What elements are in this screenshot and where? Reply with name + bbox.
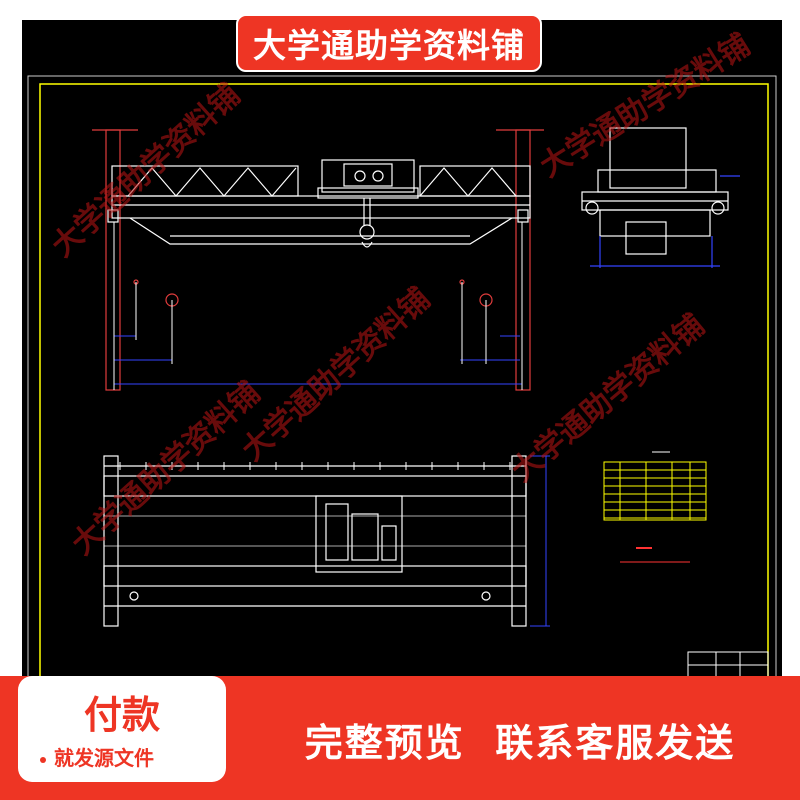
plan-trolley xyxy=(315,495,403,573)
footer-slogan: 完整预览 联系客服发送 xyxy=(304,721,736,765)
walkway-rail-right xyxy=(419,165,531,197)
sheet-background xyxy=(22,20,782,686)
front-dimensions xyxy=(113,222,523,390)
cab-box xyxy=(609,127,687,189)
payment-subtitle: 就发源文件 xyxy=(40,742,154,771)
bullet-icon xyxy=(40,756,46,763)
trolley-body xyxy=(321,159,415,193)
table-rows xyxy=(604,469,706,519)
front-elevation xyxy=(92,129,544,391)
shop-banner: 大学通助学资料铺 xyxy=(236,14,542,72)
plan-view xyxy=(103,455,527,627)
shop-name: 大学通助学资料铺 xyxy=(253,26,525,65)
bridge-girder xyxy=(111,195,531,219)
plan-ticks xyxy=(119,462,511,470)
plan-dimensions xyxy=(530,455,550,627)
parameter-table xyxy=(603,461,707,521)
side-elevation xyxy=(581,127,740,268)
payment-card[interactable]: 付款 就发源文件 xyxy=(18,676,226,782)
title-block xyxy=(687,651,769,679)
payment-subtitle-text: 就发源文件 xyxy=(54,746,154,770)
hook-block xyxy=(359,224,375,240)
walkway-rail xyxy=(111,165,299,197)
payment-title: 付款 xyxy=(83,693,160,737)
